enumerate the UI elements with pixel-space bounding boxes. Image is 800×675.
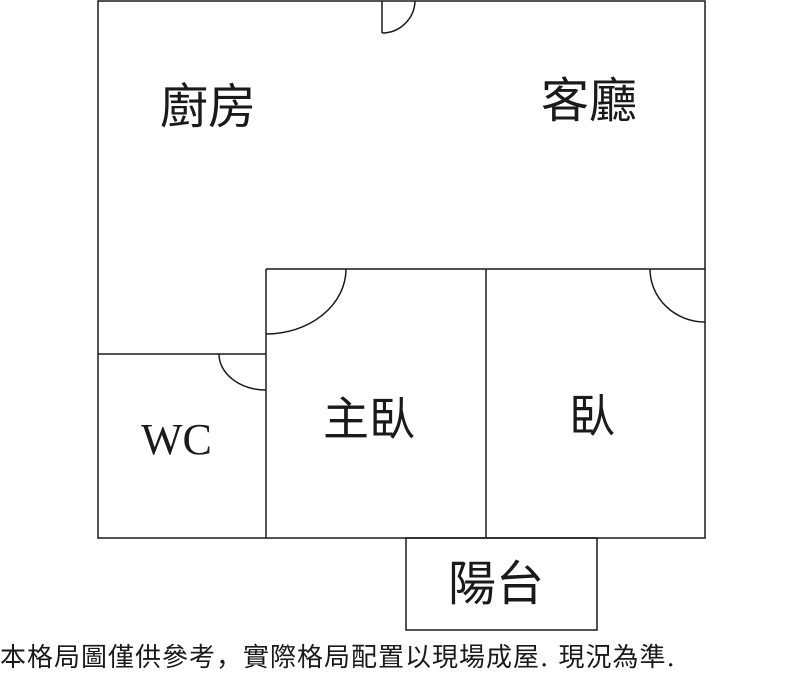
kitchen-label: 廚房: [160, 79, 257, 135]
wc-label: WC: [141, 415, 212, 464]
wc-door-swing: [218, 353, 267, 391]
balcony-wall: [405, 537, 598, 631]
balcony-label: 陽台: [448, 556, 545, 612]
disclaimer-text: 本格局圖僅供參考，實際格局配置以現場成屋. 現況為準.: [0, 643, 676, 673]
bedroom-door-swing: [649, 268, 706, 323]
entry-door-swing: [381, 0, 416, 34]
living-room-label: 客廳: [541, 73, 638, 129]
master-bedroom-door-swing: [265, 268, 347, 335]
master-bedroom-label: 主臥: [323, 392, 415, 446]
bedroom-label: 臥: [569, 389, 615, 443]
